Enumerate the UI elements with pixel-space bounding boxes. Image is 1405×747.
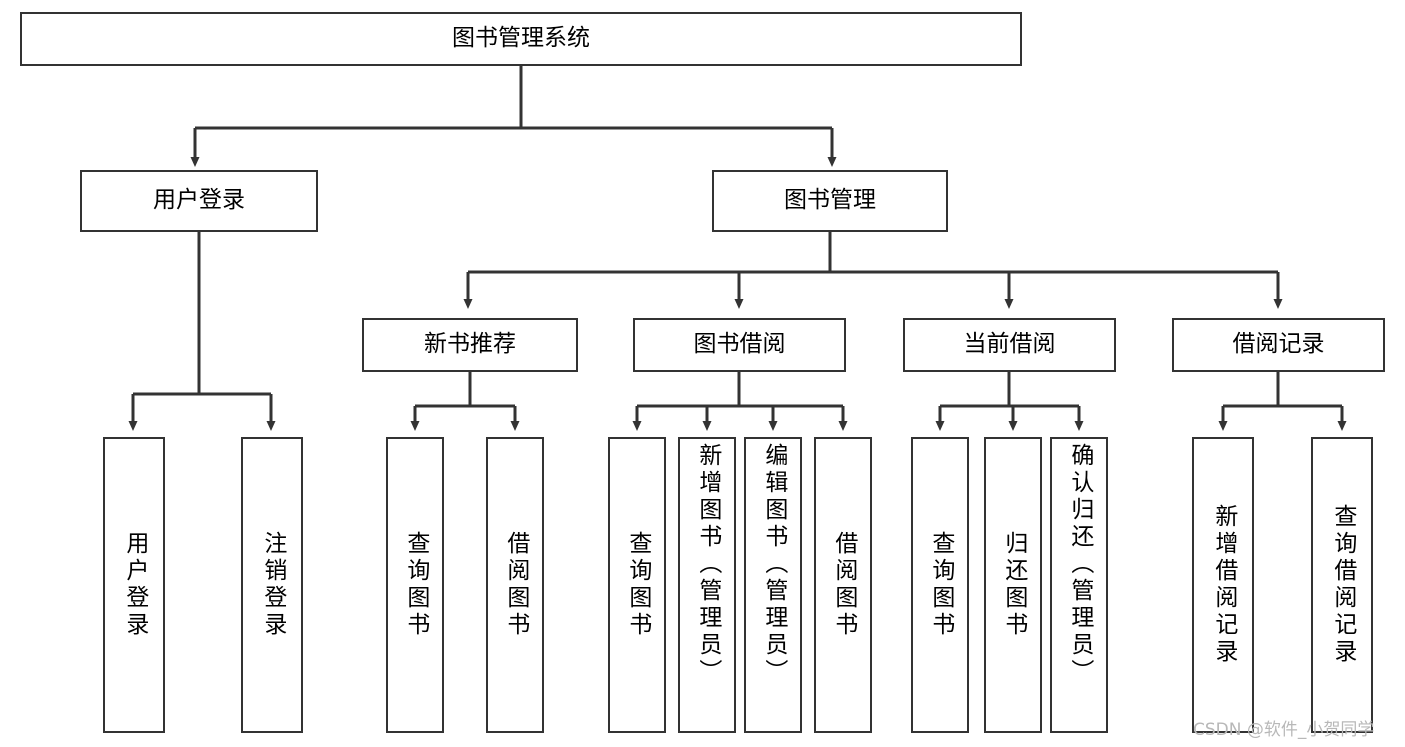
- node-book-manage[interactable]: 图书管理: [712, 170, 948, 232]
- leaf-user-login[interactable]: 用户登录: [103, 437, 165, 733]
- leaf-add-record-label: 新增借阅记录: [1210, 504, 1237, 666]
- node-user-login-label: 用户登录: [153, 187, 245, 214]
- csdn-watermark: CSDN @软件_小贺同学: [1193, 720, 1375, 740]
- node-book-borrow-label: 图书借阅: [693, 331, 786, 358]
- leaf-user-logout[interactable]: 注销登录: [241, 437, 303, 733]
- leaf-query-book-2[interactable]: 查询图书: [608, 437, 666, 733]
- leaf-confirm-return-label: 确认归还（管理员）: [1066, 443, 1093, 686]
- node-borrow-record-label: 借阅记录: [1232, 331, 1325, 358]
- edge-group-user-login: [128, 232, 276, 431]
- node-book-borrow[interactable]: 图书借阅: [633, 318, 846, 372]
- leaf-query-book-3-label: 查询图书: [927, 531, 954, 639]
- leaf-query-book-2-label: 查询图书: [624, 531, 651, 639]
- edge-group-current-borrow: [935, 372, 1084, 431]
- node-user-login[interactable]: 用户登录: [80, 170, 318, 232]
- node-book-manage-label: 图书管理: [784, 187, 876, 214]
- leaf-add-book-label: 新增图书（管理员）: [694, 443, 721, 686]
- node-new-book-rec[interactable]: 新书推荐: [362, 318, 578, 372]
- leaf-add-record[interactable]: 新增借阅记录: [1192, 437, 1254, 733]
- leaf-edit-book[interactable]: 编辑图书（管理员）: [744, 437, 802, 733]
- leaf-return-book[interactable]: 归还图书: [984, 437, 1042, 733]
- node-current-borrow-label: 当前借阅: [963, 331, 1056, 358]
- edge-group-book-manage: [463, 232, 1283, 309]
- leaf-query-book-3[interactable]: 查询图书: [911, 437, 969, 733]
- leaf-edit-book-label: 编辑图书（管理员）: [760, 443, 787, 686]
- leaf-query-record[interactable]: 查询借阅记录: [1311, 437, 1373, 733]
- leaf-borrow-book-1-label: 借阅图书: [502, 531, 529, 639]
- leaf-user-login-label: 用户登录: [121, 531, 148, 639]
- leaf-query-book-1[interactable]: 查询图书: [386, 437, 444, 733]
- leaf-add-book[interactable]: 新增图书（管理员）: [678, 437, 736, 733]
- node-current-borrow[interactable]: 当前借阅: [903, 318, 1116, 372]
- node-root[interactable]: 图书管理系统: [20, 12, 1022, 66]
- edge-group-new-book-rec: [410, 372, 520, 431]
- node-root-label: 图书管理系统: [452, 25, 590, 52]
- leaf-borrow-book-2-label: 借阅图书: [830, 531, 857, 639]
- edge-group-borrow-record: [1218, 372, 1347, 431]
- leaf-borrow-book-2[interactable]: 借阅图书: [814, 437, 872, 733]
- edge-group-book-borrow: [632, 372, 848, 431]
- leaf-confirm-return[interactable]: 确认归还（管理员）: [1050, 437, 1108, 733]
- leaf-user-logout-label: 注销登录: [259, 531, 286, 639]
- node-new-book-rec-label: 新书推荐: [424, 331, 516, 358]
- edge-group-root: [190, 66, 837, 167]
- leaf-return-book-label: 归还图书: [1000, 531, 1027, 639]
- leaf-query-record-label: 查询借阅记录: [1329, 504, 1356, 666]
- leaf-borrow-book-1[interactable]: 借阅图书: [486, 437, 544, 733]
- node-borrow-record[interactable]: 借阅记录: [1172, 318, 1385, 372]
- leaf-query-book-1-label: 查询图书: [402, 531, 429, 639]
